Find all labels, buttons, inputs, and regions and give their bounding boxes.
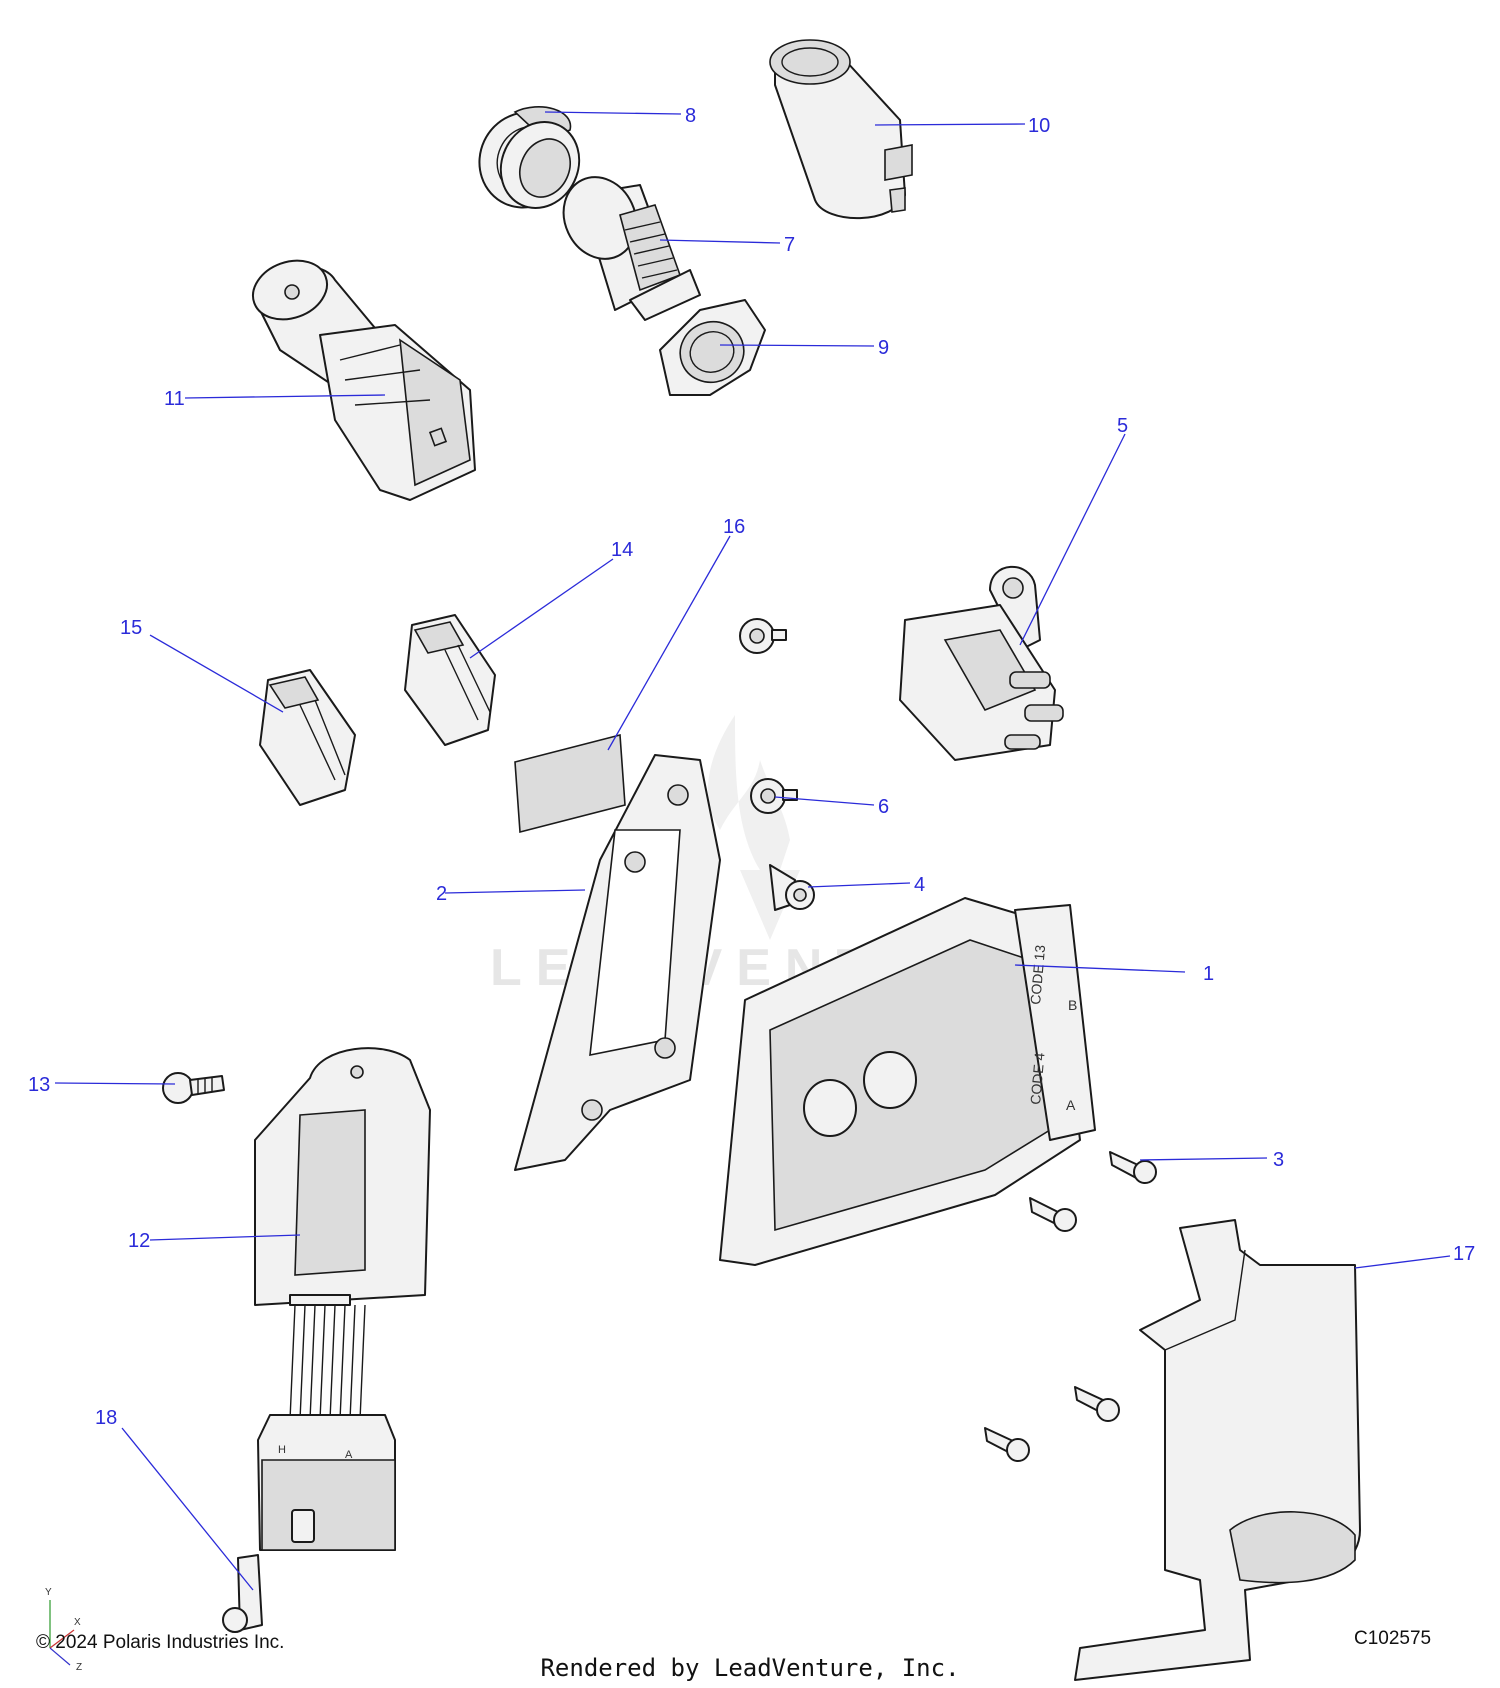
axis-y-label: Y	[45, 1587, 52, 1598]
part-17-cover[interactable]	[1074, 1219, 1361, 1681]
part-7-threaded-housing[interactable]	[551, 165, 701, 321]
callout-14[interactable]: 14	[611, 539, 633, 561]
part-9-hex-nut[interactable]	[659, 299, 766, 396]
callout-1[interactable]: 1	[1203, 963, 1214, 985]
callout-2[interactable]: 2	[436, 883, 447, 905]
part-6-bolt[interactable]	[739, 618, 798, 814]
connector-label-h: H	[278, 1444, 286, 1456]
part-15-connector[interactable]	[259, 669, 356, 806]
callout-5[interactable]: 5	[1117, 415, 1128, 437]
part-8-ring-nut[interactable]	[464, 97, 593, 222]
callout-11[interactable]: 11	[164, 388, 185, 410]
callout-4[interactable]: 4	[914, 874, 925, 896]
ecu-label-code4: CODE 4	[1027, 1052, 1048, 1106]
part-5-relay[interactable]	[899, 565, 1064, 761]
leader-lines	[54, 111, 1451, 1591]
connector-label-a: A	[345, 1449, 353, 1461]
part-1-ecu[interactable]: CODE 13 B CODE 4 A	[719, 897, 1096, 1266]
part-4-push-rivet[interactable]	[769, 864, 815, 911]
part-3-screws[interactable]	[984, 1151, 1157, 1462]
callout-10[interactable]: 10	[1028, 115, 1050, 137]
part-12-module[interactable]: H A	[254, 1047, 431, 1551]
callout-12[interactable]: 12	[128, 1230, 150, 1252]
ecu-label-a: A	[1066, 1097, 1076, 1113]
callout-16[interactable]: 16	[723, 516, 745, 538]
diagram-code: C102575	[1354, 1628, 1432, 1649]
callout-7[interactable]: 7	[784, 234, 795, 256]
part-16-pad[interactable]	[514, 733, 626, 834]
axis-triad: Y X Z	[45, 1587, 82, 1673]
part-18-clip[interactable]	[222, 1554, 263, 1633]
callout-6[interactable]: 6	[878, 796, 889, 818]
part-10-socket[interactable]	[769, 39, 913, 220]
callout-3[interactable]: 3	[1273, 1149, 1284, 1171]
callout-18[interactable]: 18	[95, 1407, 117, 1429]
part-2-bracket[interactable]	[514, 754, 721, 1171]
callout-15[interactable]: 15	[120, 617, 142, 639]
callout-8[interactable]: 8	[685, 105, 696, 127]
axis-z-label: Z	[76, 1662, 82, 1673]
axis-x-label: X	[74, 1617, 81, 1628]
callout-17[interactable]: 17	[1453, 1243, 1475, 1265]
copyright-notice: © 2024 Polaris Industries Inc.	[36, 1632, 285, 1653]
part-14-connector[interactable]	[404, 614, 496, 746]
callout-labels: 1 2 3 4 5 6 7 8 9 10 11 12 13 14 15 16 1…	[28, 105, 1475, 1429]
ecu-label-b: B	[1068, 997, 1077, 1013]
rendered-by-footer: Rendered by LeadVenture, Inc.	[540, 1654, 960, 1682]
part-11-ignition-switch[interactable]	[245, 251, 476, 501]
callout-9[interactable]: 9	[878, 337, 889, 359]
callout-13[interactable]: 13	[28, 1074, 50, 1096]
ecu-label-code13: CODE 13	[1027, 944, 1048, 1005]
part-13-screw[interactable]	[162, 1072, 225, 1104]
